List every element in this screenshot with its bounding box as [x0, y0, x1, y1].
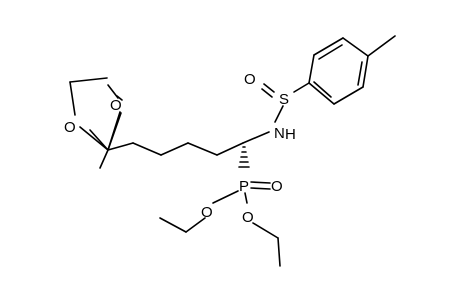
bond	[318, 44, 343, 60]
bond	[185, 217, 206, 233]
bond	[252, 222, 279, 239]
alkyl-chain	[132, 131, 270, 156]
bond	[274, 105, 284, 123]
atom-label-oxygen: O	[242, 209, 254, 226]
bond	[333, 86, 364, 105]
atom-label-oxygen: O	[64, 119, 76, 136]
bond	[313, 81, 332, 98]
bond	[216, 142, 244, 156]
bond	[308, 54, 315, 84]
bond	[293, 82, 310, 93]
bond	[107, 111, 121, 151]
atom-label-oxygen: O	[201, 204, 213, 221]
bond	[342, 37, 369, 57]
bond	[79, 126, 109, 151]
bond	[250, 181, 271, 184]
bond	[367, 35, 396, 57]
bond	[107, 142, 134, 151]
atom-label-hydrogen: H	[285, 126, 296, 143]
bond	[107, 84, 119, 99]
atom-labels: O O S O N H P O O O	[64, 71, 296, 226]
dioxolane-ring	[69, 77, 134, 169]
atom-label-oxygen: O	[110, 97, 122, 114]
bond	[187, 142, 218, 156]
bond	[244, 192, 248, 204]
bond	[212, 190, 239, 204]
bond	[263, 83, 275, 93]
bond	[308, 82, 335, 105]
bond	[69, 77, 108, 83]
bond	[99, 149, 109, 169]
phosphonate-group	[159, 181, 281, 267]
bond	[313, 37, 344, 56]
bond	[69, 81, 76, 116]
atom-label-phosphorus: P	[239, 178, 249, 195]
bond	[250, 187, 271, 190]
bond	[357, 61, 363, 86]
sulfinyl-group	[261, 82, 310, 123]
bond	[160, 142, 189, 156]
atom-label-sulfur: S	[279, 91, 289, 108]
bond	[242, 131, 270, 144]
atom-label-oxygen: O	[271, 178, 283, 195]
bond	[362, 55, 369, 88]
atom-label-oxygen: O	[244, 71, 256, 88]
bond	[277, 237, 281, 267]
hashed-wedge-bond	[238, 146, 250, 168]
bond	[261, 88, 273, 98]
bond	[159, 217, 187, 233]
tolyl-ring	[308, 35, 396, 105]
atom-label-nitrogen: N	[274, 125, 285, 142]
bond	[132, 142, 162, 156]
